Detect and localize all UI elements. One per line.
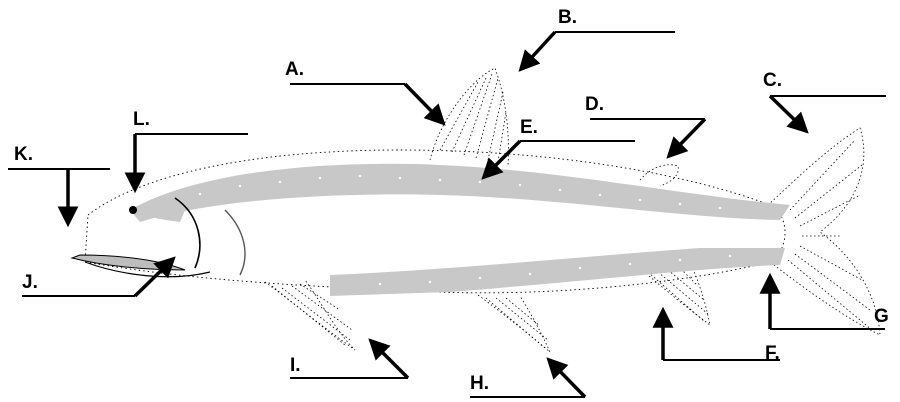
caudal-fin	[768, 128, 880, 335]
label-d: D.	[585, 95, 604, 114]
label-l: L.	[133, 110, 150, 129]
arrow-c	[770, 96, 805, 130]
label-j: J.	[22, 273, 38, 292]
adipose-fin	[640, 165, 678, 186]
head	[72, 198, 245, 277]
eye	[129, 206, 137, 214]
arrow-b	[522, 32, 555, 68]
label-i: I.	[290, 356, 301, 375]
arrow-i	[372, 342, 408, 378]
label-a: A.	[285, 60, 304, 79]
label-h: H.	[470, 374, 489, 393]
arrow-d	[670, 119, 705, 155]
label-b: B.	[558, 8, 577, 27]
arrow-h	[550, 361, 585, 397]
label-e-upper: E.	[520, 118, 538, 137]
ventral-band	[330, 248, 785, 296]
label-c: C.	[763, 71, 782, 90]
label-k: K.	[14, 145, 33, 164]
pelvic-fin	[478, 295, 550, 352]
label-f: F.	[765, 344, 780, 363]
arrow-a	[405, 84, 442, 122]
label-g: G	[874, 307, 889, 326]
